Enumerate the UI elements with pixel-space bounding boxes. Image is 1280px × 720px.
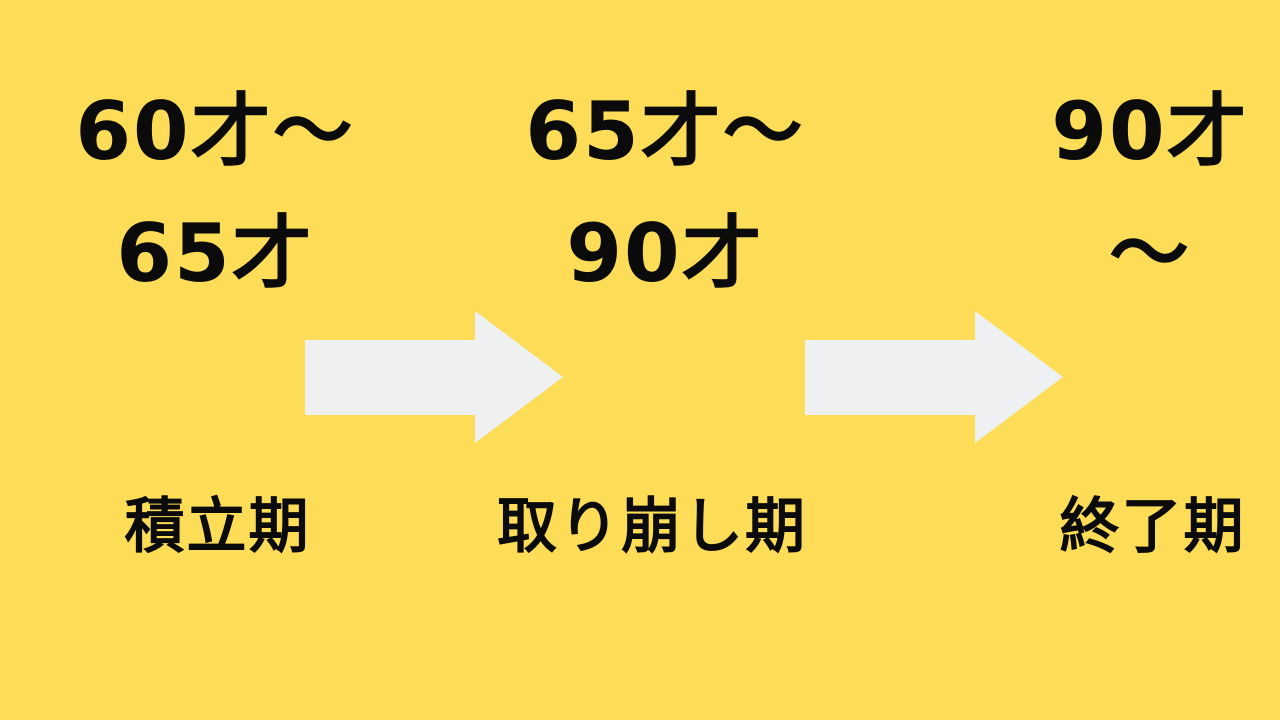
right-arrow-icon [305, 311, 563, 443]
stage-2-phase-label: 取り崩し期 [497, 492, 807, 562]
stage-1-phase-label: 積立期 [124, 492, 311, 562]
stage-3-phase-label: 終了期 [1059, 492, 1246, 562]
stage-3-age-start: 90才 [1051, 85, 1249, 178]
stage-2-age-start: 65才～ [525, 85, 805, 178]
stage-1-age-end: 65才 [116, 207, 314, 300]
stage-2-age-end: 90才 [566, 207, 764, 300]
stage-1-age-start: 60才～ [75, 85, 355, 178]
stage-3-age-end: ～ [1109, 207, 1191, 300]
right-arrow-icon [805, 311, 1063, 443]
